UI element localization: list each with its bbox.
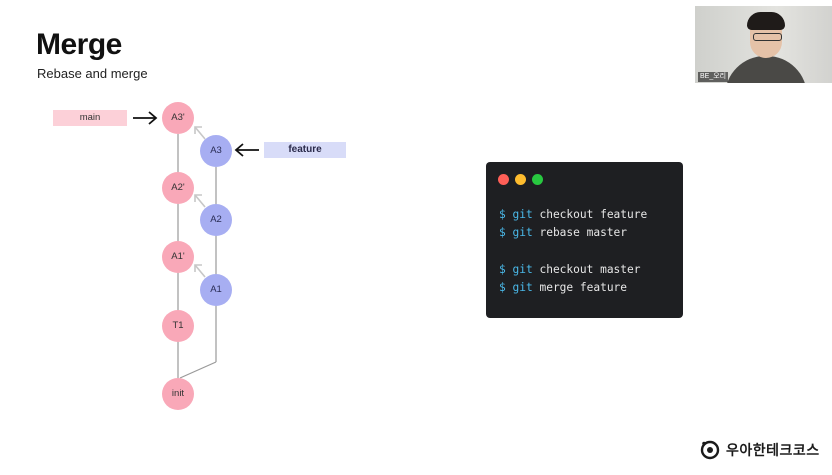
brand: 우아한테크코스 — [700, 438, 820, 462]
arrow-up-left-icon — [194, 264, 206, 278]
commit-a3: A3 — [200, 135, 232, 167]
slide-subtitle: Rebase and merge — [37, 66, 148, 81]
participant-name: BE_오리 — [698, 72, 729, 82]
brand-logo-icon — [700, 440, 720, 460]
commit-init: init — [162, 378, 194, 410]
brand-name: 우아한테크코스 — [726, 442, 820, 458]
webcam-video: BE_오리 — [695, 6, 832, 83]
commit-a3-prime: A3' — [162, 102, 194, 134]
commit-a2-prime: A2' — [162, 172, 194, 204]
commit-t1: T1 — [162, 310, 194, 342]
commit-a1: A1 — [200, 274, 232, 306]
commit-a1-prime: A1' — [162, 241, 194, 273]
arrow-right-icon — [133, 111, 158, 125]
terminal-line: $ git rebase master — [499, 226, 628, 239]
slide-title: Merge — [36, 28, 122, 61]
terminal-line: $ git checkout master — [499, 263, 641, 276]
terminal-window: $ git checkout feature $ git rebase mast… — [486, 162, 683, 318]
arrow-left-icon — [234, 143, 259, 157]
feature-branch-label: feature — [264, 142, 346, 158]
terminal-line: $ git checkout feature — [499, 208, 648, 221]
arrow-up-left-icon — [194, 126, 206, 140]
arrow-up-left-icon — [194, 194, 206, 208]
feature-to-init-line — [179, 361, 217, 379]
commit-a2: A2 — [200, 204, 232, 236]
terminal-line: $ git merge feature — [499, 281, 628, 294]
green-dot-icon — [532, 174, 543, 185]
yellow-dot-icon — [515, 174, 526, 185]
red-dot-icon — [498, 174, 509, 185]
main-branch-label: main — [53, 110, 127, 126]
